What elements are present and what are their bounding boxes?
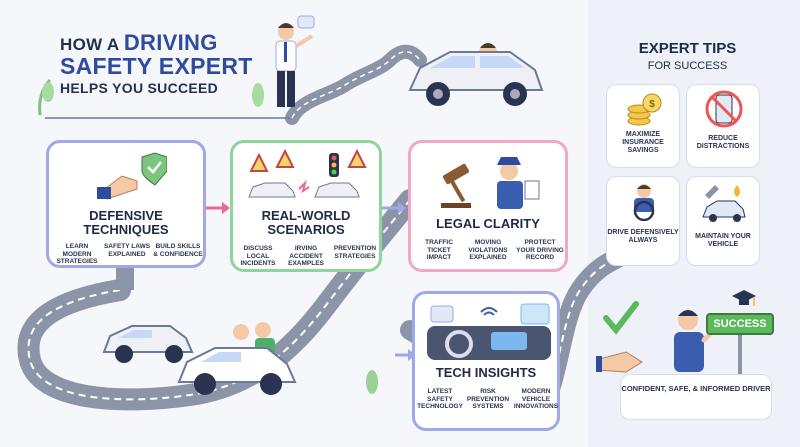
card-legal-item: Traffic ticket impact	[425, 239, 453, 261]
card-legal-clarity: Legal Clarity Traffic ticket impact Movi…	[408, 140, 568, 272]
card-realworld-item: Discuss local incidents	[240, 245, 276, 267]
card-realworld-item: Prevention strategies	[333, 245, 377, 260]
card-title-defensive-line1: Defensive	[89, 208, 163, 223]
card-title-realworld: Real-World Scenarios	[233, 209, 379, 237]
header-line-3: Helps You Succeed	[60, 80, 219, 96]
card-realworld-item: Irving accident examples	[288, 245, 324, 267]
card-real-world-scenarios: Real-World Scenarios Discuss local incid…	[230, 140, 382, 272]
tips-title: Expert Tips	[638, 40, 737, 57]
graduation-cap-icon	[732, 290, 756, 306]
card-tech-item: Latest safety technology	[417, 388, 463, 410]
tip-card: $ Maximize insurance savings	[606, 84, 680, 168]
header-car-icon	[408, 43, 544, 106]
header-accent: Driving	[123, 30, 218, 55]
tip-label: Maximize insurance savings	[622, 131, 664, 154]
tips-subtitle: For Success	[647, 60, 728, 72]
header-prefix: How a	[60, 35, 119, 54]
tip-label: Reduce distractions	[696, 135, 750, 150]
card-defensive-item: Safety laws explained	[103, 243, 151, 258]
header-line-1: How a Driving	[60, 30, 218, 56]
card-tech-item: Risk prevention systems	[466, 388, 510, 410]
student-car-icon	[177, 322, 297, 395]
card-legal-item: Protect your driving record	[516, 239, 564, 261]
coins-icon: $	[627, 93, 662, 126]
tip-card: Maintain your vehicle	[686, 176, 760, 266]
card-tech-item: Modern vehicle innovations	[513, 388, 559, 410]
hand-shield-icon	[97, 152, 167, 200]
success-sign: SUCCESS	[706, 313, 774, 335]
tip-card: Drive defensively always	[606, 176, 680, 266]
card-title-tech: Tech Insights	[435, 365, 537, 380]
sign-post	[738, 335, 742, 377]
card-title-defensive: Defensive Techniques	[49, 209, 203, 237]
car-maintenance-icon	[702, 185, 746, 222]
no-phone-icon	[705, 90, 743, 128]
card-tech-insights: Tech Insights Latest safety technology R…	[412, 291, 560, 431]
dashboard-tech-icon	[427, 303, 551, 360]
card-legal-item: Moving violations explained	[468, 239, 508, 261]
steering-driver-icon	[633, 184, 655, 221]
success-illustration	[596, 301, 716, 373]
tip-card: Reduce distractions	[686, 84, 760, 168]
road-car-icon	[102, 325, 194, 363]
instructor-illustration	[275, 15, 315, 107]
card-title-defensive-line2: Techniques	[83, 222, 169, 237]
card-title-legal: Legal Clarity	[436, 216, 540, 231]
success-caption: Confident, safe, & informed driver	[620, 374, 772, 420]
header-line-2: Safety Expert	[60, 53, 253, 79]
card-title-realworld-line1: Real-World	[261, 208, 351, 223]
tip-label: Drive defensively always	[607, 229, 679, 244]
card-defensive-techniques: Defensive Techniques Learn modern strate…	[46, 140, 206, 268]
card-defensive-item: Build skills & confidence	[153, 243, 203, 258]
tip-label: Maintain your vehicle	[695, 233, 751, 248]
gavel-officer-icon	[441, 157, 540, 209]
card-defensive-item: Learn modern strategies	[56, 243, 98, 265]
traffic-scene-icon	[248, 149, 367, 198]
svg-text:$: $	[649, 99, 655, 110]
card-title-realworld-line2: Scenarios	[267, 222, 345, 237]
